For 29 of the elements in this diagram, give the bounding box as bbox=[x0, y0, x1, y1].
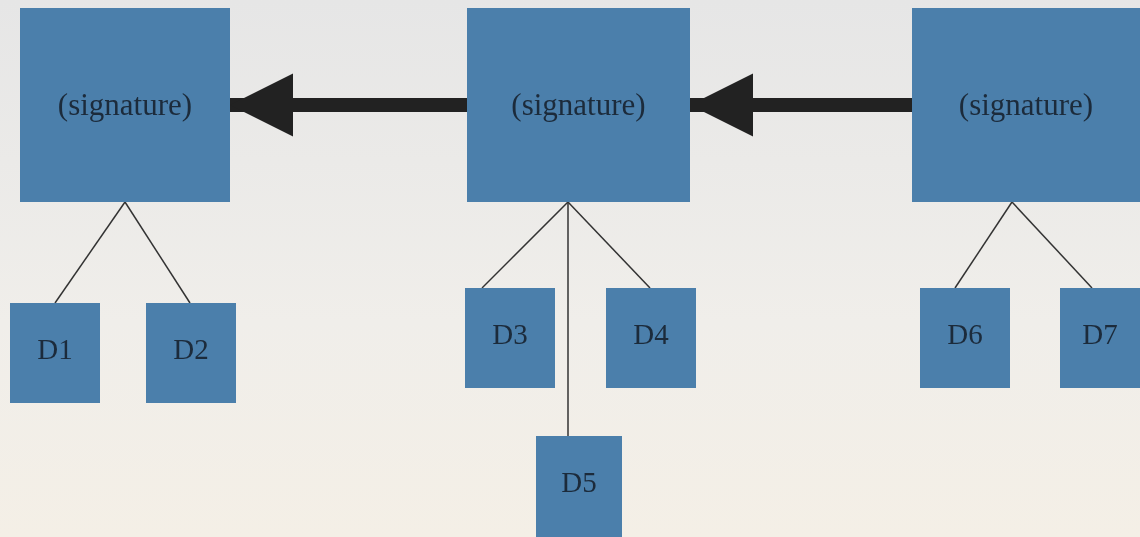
node-label: D7 bbox=[1082, 318, 1118, 351]
node-label: (signature) bbox=[511, 87, 646, 123]
document-box bbox=[465, 288, 555, 388]
node-label: D5 bbox=[561, 466, 597, 499]
document-box bbox=[146, 303, 236, 403]
node-label: D6 bbox=[947, 318, 983, 351]
connector-line bbox=[124, 201, 191, 304]
node-label: D3 bbox=[492, 318, 528, 351]
signature-box bbox=[20, 8, 230, 202]
document-box bbox=[606, 288, 696, 388]
connector-line bbox=[954, 201, 1013, 289]
connector-line bbox=[567, 201, 569, 437]
document-box bbox=[1060, 288, 1140, 388]
connector-line bbox=[481, 201, 569, 289]
document-box bbox=[10, 303, 100, 403]
connector-line bbox=[54, 201, 126, 304]
signature-box bbox=[467, 8, 690, 202]
thick-arrow bbox=[690, 73, 912, 137]
node-label: (signature) bbox=[57, 87, 193, 123]
connector-line bbox=[567, 201, 651, 289]
signature-box bbox=[912, 8, 1140, 202]
node-label: D2 bbox=[173, 333, 209, 366]
document-box bbox=[920, 288, 1010, 388]
node-label: (signature) bbox=[958, 87, 1094, 123]
connector-line bbox=[1011, 201, 1093, 289]
node-label: D4 bbox=[633, 318, 669, 351]
thick-arrow bbox=[230, 73, 467, 137]
node-label: D1 bbox=[37, 333, 73, 366]
document-box bbox=[536, 436, 622, 537]
